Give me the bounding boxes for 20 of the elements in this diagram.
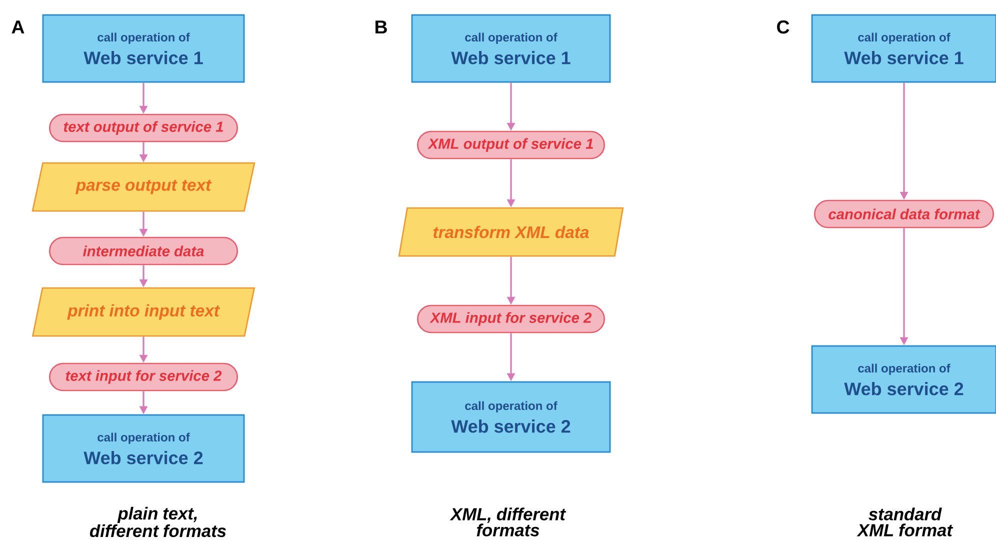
data-pill: text input for service 2 <box>49 362 238 392</box>
caption: standard XML format <box>856 508 954 536</box>
caption: XML, different formats <box>450 508 566 536</box>
data-pill: XML input for service 2 <box>417 304 605 334</box>
service-box: call operation of Web service 1 <box>811 14 996 83</box>
data-pill: XML output of service 1 <box>417 130 605 160</box>
service-box: call operation of Web service 1 <box>42 14 245 83</box>
data-pill: text output of service 1 <box>49 114 238 142</box>
service-box: call operation of Web service 2 <box>411 381 611 453</box>
panel-letter: A <box>12 20 24 34</box>
caption: plain text, different formats <box>90 506 226 538</box>
panel-letter: C <box>777 20 790 34</box>
panel-letter: B <box>376 20 387 34</box>
data-pill: intermediate data <box>49 236 238 266</box>
process-parallelogram: parse output text <box>32 162 256 212</box>
service-box: call operation of Web service 2 <box>811 345 996 414</box>
process-parallelogram: transform XML data <box>398 207 624 257</box>
service-box: call operation of Web service 1 <box>411 14 611 83</box>
service-box: call operation of Web service 2 <box>42 414 245 483</box>
data-pill: canonical data format <box>814 200 994 228</box>
